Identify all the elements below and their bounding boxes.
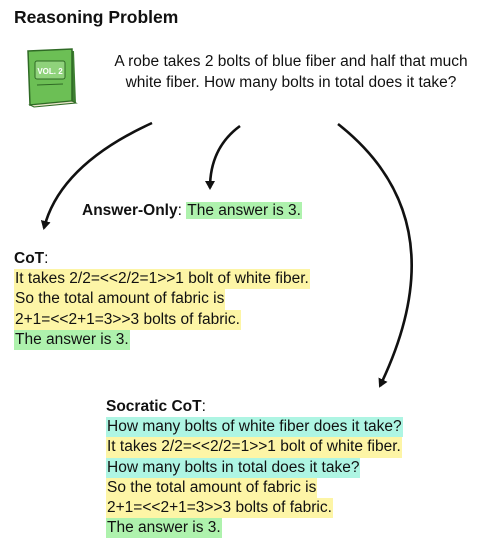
book-cover-text: VOL. 2 [37,67,63,76]
socratic-line: So the total amount of fabric is [106,477,318,499]
answer-only-row: Answer-Only: The answer is 3. [82,201,302,221]
cot-line: It takes 2/2=<<2/2=1>>1 bolt of white fi… [14,269,310,290]
socratic-line: 2+1=<<2+1=3>>3 bolts of fabric. [106,498,333,519]
cot-line: So the total amount of fabric is [14,289,226,310]
arrow-to-socratic-cot [337,122,413,388]
problem-text: A robe takes 2 bolts of blue fiber and h… [114,53,468,91]
cot-separator: : [44,250,49,267]
answer-only-label: Answer-Only [82,202,178,219]
arrow-to-cot [40,121,153,230]
socratic-cot-block: Socratic CoT: How many bolts of white fi… [106,397,403,539]
cot-block: CoT: It takes 2/2=<<2/2=1>>1 bolt of whi… [14,249,310,351]
arrow-to-answer-only [205,124,241,190]
cot-line: 2+1=<<2+1=3>>3 bolts of fabric. [14,309,241,330]
socratic-cot-separator: : [201,398,206,415]
cot-label: CoT [14,250,45,267]
answer-only-separator: : [177,202,187,219]
green-book-icon: VOL. 2 [27,48,78,108]
socratic-line: The answer is 3. [106,518,222,539]
socratic-line: It takes 2/2=<<2/2=1>>1 bolt of white fi… [106,437,402,458]
socratic-line: How many bolts in total does it take? [106,457,361,478]
diagram-title: Reasoning Problem [14,7,179,27]
answer-only-answer: The answer is 3. [186,202,302,219]
cot-line: The answer is 3. [14,329,130,351]
socratic-cot-label: Socratic CoT [106,398,202,415]
socratic-line: How many bolts of white fiber does it ta… [106,417,403,438]
